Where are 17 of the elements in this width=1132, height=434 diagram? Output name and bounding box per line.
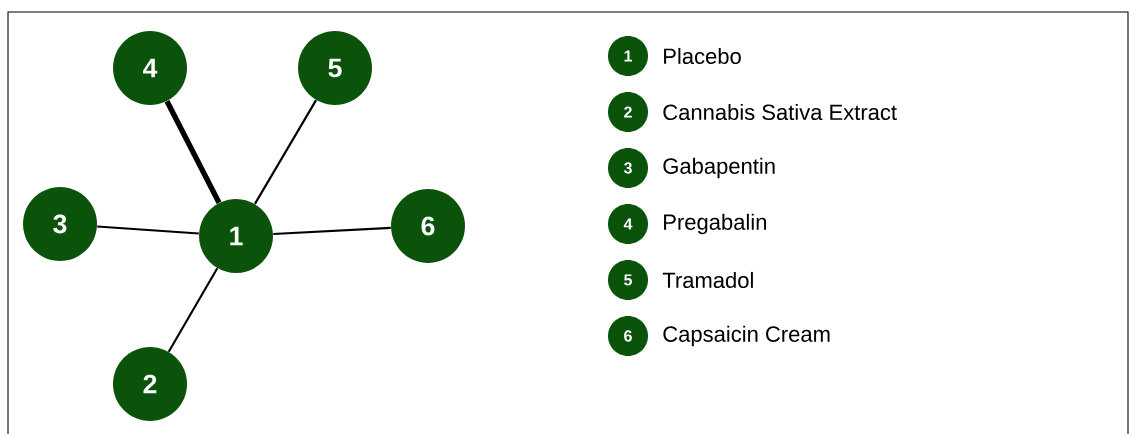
treatment-node: 2 (113, 347, 187, 421)
treatment-node: 6 (391, 189, 465, 263)
treatment-node: 3 (23, 187, 97, 261)
node-label: Gabapentin (663, 157, 775, 179)
treatment-node: 1 (199, 199, 273, 273)
treatment-node: 5 (298, 31, 372, 105)
treatment-node: 4 (113, 31, 187, 105)
connector-line (167, 267, 219, 353)
node-label: Cannabis Sativa Extract (663, 103, 897, 121)
connector-line (273, 226, 391, 236)
connector-line (254, 99, 317, 205)
node-label: Capsaicin Cream (663, 325, 830, 347)
node-label: Pregabalin (664, 213, 766, 235)
connector-line (97, 225, 199, 235)
node-label: Tramadol (662, 271, 753, 289)
connector-line (164, 99, 222, 205)
node-label: Placebo (664, 47, 741, 65)
